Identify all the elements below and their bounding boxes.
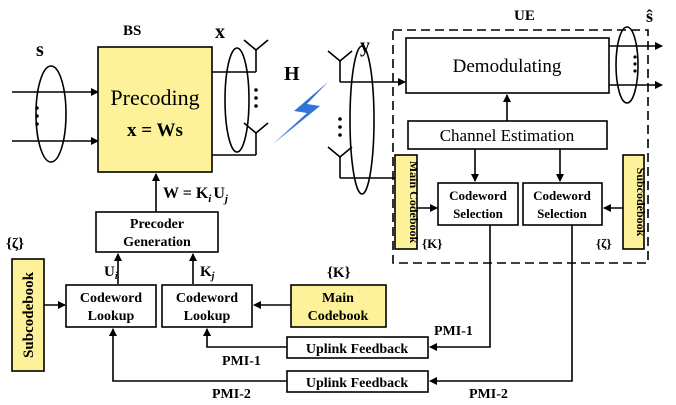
codeword-selection-2-line2: Selection	[537, 206, 588, 221]
bs-main-codebook-set: {K}	[327, 265, 351, 281]
input-y-label: y	[360, 35, 370, 57]
bs-main-codebook-line1: Main	[322, 291, 354, 306]
ue-main-codebook-box	[394, 154, 418, 250]
ue-output-ellipse	[615, 26, 639, 104]
input-s-label: s	[36, 39, 44, 61]
precoder-generation-line1: Precoder	[130, 217, 184, 232]
pmi1-bs-label: PMI-1	[222, 354, 261, 369]
precoding-box	[97, 46, 213, 173]
channel-h-label: H	[284, 63, 300, 85]
codeword-lookup-1-line1: Codeword	[80, 291, 142, 306]
precoder-generation-box	[95, 211, 219, 253]
bs-antenna-ellipsis	[254, 88, 258, 108]
bs-main-codebook-box	[290, 284, 387, 328]
bs-antenna-bottom	[243, 122, 269, 155]
ue-subcodebook-label: Subcodebook	[634, 168, 648, 237]
ue-antenna-top	[327, 50, 353, 82]
channel-estimation-label: Channel Estimation	[440, 126, 575, 145]
codeword-lookup-1-box	[65, 284, 157, 328]
ue-main-codebook-label: Main Codebook	[407, 161, 421, 244]
precoding-title: Precoding	[110, 85, 199, 110]
bs-main-codebook-line2: Codebook	[308, 309, 369, 324]
uplink-feedback-1-label: Uplink Feedback	[306, 342, 409, 357]
codeword-selection-1-line1: Codeword	[449, 188, 508, 203]
demodulating-box	[405, 37, 610, 94]
pmi2-ue-path	[429, 225, 573, 385]
ue-subcodebook-box	[622, 154, 645, 250]
ue-label: UE	[514, 8, 535, 24]
bs-subcodebook-box	[11, 258, 45, 372]
pmi2-bs-path	[109, 328, 287, 382]
ue-dashed-boundary	[392, 29, 649, 264]
bs-subcodebook-label: Subcodebook	[21, 271, 37, 358]
bs-antenna-top	[243, 39, 269, 72]
codeword-selection-1-box	[437, 182, 519, 226]
precoding-equation: x = Ws	[127, 120, 183, 141]
codeword-selection-2-line1: Codeword	[533, 188, 592, 203]
kj-label: Kj	[200, 264, 215, 282]
ue-main-codebook-set: {K}	[422, 236, 442, 251]
ue-antenna-ellipsis	[338, 117, 342, 137]
input-ellipsis	[35, 106, 39, 126]
uplink-feedback-2-label: Uplink Feedback	[306, 376, 409, 391]
bs-subcodebook-set: {ζ}	[6, 236, 24, 252]
codeword-lookup-2-box	[161, 284, 253, 328]
precoder-generation-line2: Generation	[123, 235, 191, 250]
ui-label: Ui	[104, 264, 118, 282]
pmi2-ue-label: PMI-2	[469, 387, 508, 402]
pmi1-bs-path	[203, 328, 287, 348]
bs-label: BS	[123, 23, 141, 39]
pmi2-bs-label: PMI-2	[212, 387, 251, 402]
ue-antenna-bottom	[327, 146, 353, 178]
lightning-icon	[273, 82, 328, 144]
demodulating-label: Demodulating	[453, 56, 562, 77]
codeword-lookup-1-line2: Lookup	[88, 309, 135, 324]
input-stream-ellipse	[35, 65, 67, 163]
output-x-label: x	[215, 21, 225, 43]
codeword-lookup-2-line1: Codeword	[176, 291, 238, 306]
output-s-hat-label: ŝ	[646, 6, 653, 26]
codeword-selection-1-line2: Selection	[453, 206, 504, 221]
codeword-lookup-2-line2: Lookup	[184, 309, 231, 324]
ue-subcodebook-set: {ζ}	[596, 236, 612, 251]
bs-antenna-ellipse	[224, 47, 250, 153]
pmi1-ue-label: PMI-1	[434, 324, 473, 339]
codeword-selection-2-box	[522, 182, 603, 226]
ue-antenna-ellipse	[349, 45, 375, 195]
pmi1-ue-path	[429, 225, 491, 351]
channel-estimation-box	[407, 120, 608, 150]
ue-output-ellipsis	[633, 55, 637, 73]
